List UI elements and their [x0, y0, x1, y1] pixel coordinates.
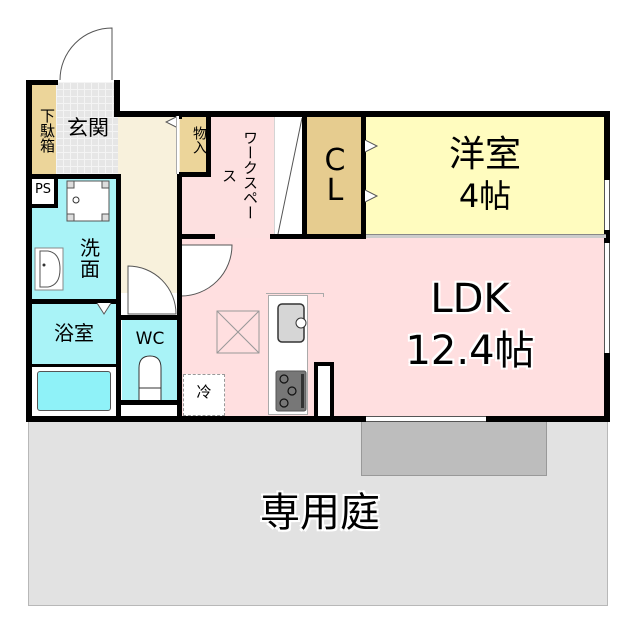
toilet-icon — [138, 355, 162, 403]
work-space-label: ワークスペース — [220, 130, 259, 220]
wall — [119, 400, 181, 405]
window-south — [366, 416, 486, 422]
wall — [26, 80, 58, 85]
wc-label: WC — [135, 329, 165, 349]
ldk-door-icon — [180, 244, 233, 297]
kitchen-top-edge — [266, 293, 324, 297]
wall — [116, 174, 121, 420]
wall — [119, 315, 181, 320]
yoshitsu-size: 4帖 — [458, 177, 512, 215]
hallway-area — [118, 113, 180, 293]
wall — [26, 80, 32, 422]
entrance-door-icon — [59, 27, 113, 81]
washing-machine-icon — [66, 180, 110, 222]
stair-line-icon — [274, 116, 303, 236]
gas-stove-icon — [275, 370, 307, 412]
balcony-slab — [361, 420, 547, 476]
ps-label: PS — [34, 182, 52, 197]
yoshitsu-area — [364, 116, 606, 236]
wall — [26, 364, 119, 367]
wc-door-icon — [127, 265, 177, 315]
closet-door-icon — [365, 140, 379, 203]
wall — [26, 174, 120, 179]
window-east — [604, 180, 610, 230]
closet-area — [306, 116, 364, 236]
ps-area — [30, 178, 58, 206]
refrigerator-label: 冷 — [196, 383, 212, 401]
sliding-door-yoshitsu — [366, 234, 606, 238]
bathtub-icon — [37, 371, 111, 411]
wall — [114, 80, 120, 116]
yoshitsu-label: 洋室 — [448, 134, 521, 175]
window-east — [604, 243, 610, 353]
ldk-area — [180, 238, 606, 416]
wall — [26, 204, 58, 208]
getabako-area — [30, 82, 56, 174]
wash-basin-icon — [34, 247, 64, 291]
wall — [177, 172, 211, 177]
floor-storage-icon — [216, 310, 260, 354]
yokushitsu-label: 浴室 — [54, 321, 94, 345]
monoire-door-line — [176, 116, 179, 174]
pillar — [314, 362, 334, 418]
monoire-area-top — [180, 116, 208, 174]
wall — [177, 174, 182, 420]
monoire-label: 物入 — [191, 126, 207, 154]
wc-lower-area — [122, 404, 178, 416]
refrigerator-space — [183, 374, 225, 416]
wall — [26, 299, 121, 304]
wall — [302, 111, 307, 239]
wall — [26, 416, 610, 422]
closet-label: C L — [324, 143, 346, 208]
wall — [270, 234, 366, 239]
sink-icon — [277, 303, 307, 343]
garden-label: 専用庭 — [260, 490, 380, 536]
ldk-size: 12.4帖 — [405, 328, 535, 374]
wall — [177, 234, 215, 239]
ldk-label: LDK — [430, 276, 510, 322]
wall — [361, 111, 366, 239]
wall — [54, 178, 58, 208]
genkan-area — [56, 82, 118, 174]
bath-door-icon — [96, 302, 112, 315]
senmen-label: 洗 面 — [80, 236, 100, 281]
monoire-door-icon — [165, 116, 179, 129]
genkan-label: 玄関 — [67, 116, 109, 140]
getabako-label: 下駄箱 — [38, 108, 56, 153]
wall — [206, 111, 211, 177]
wall — [177, 111, 182, 119]
